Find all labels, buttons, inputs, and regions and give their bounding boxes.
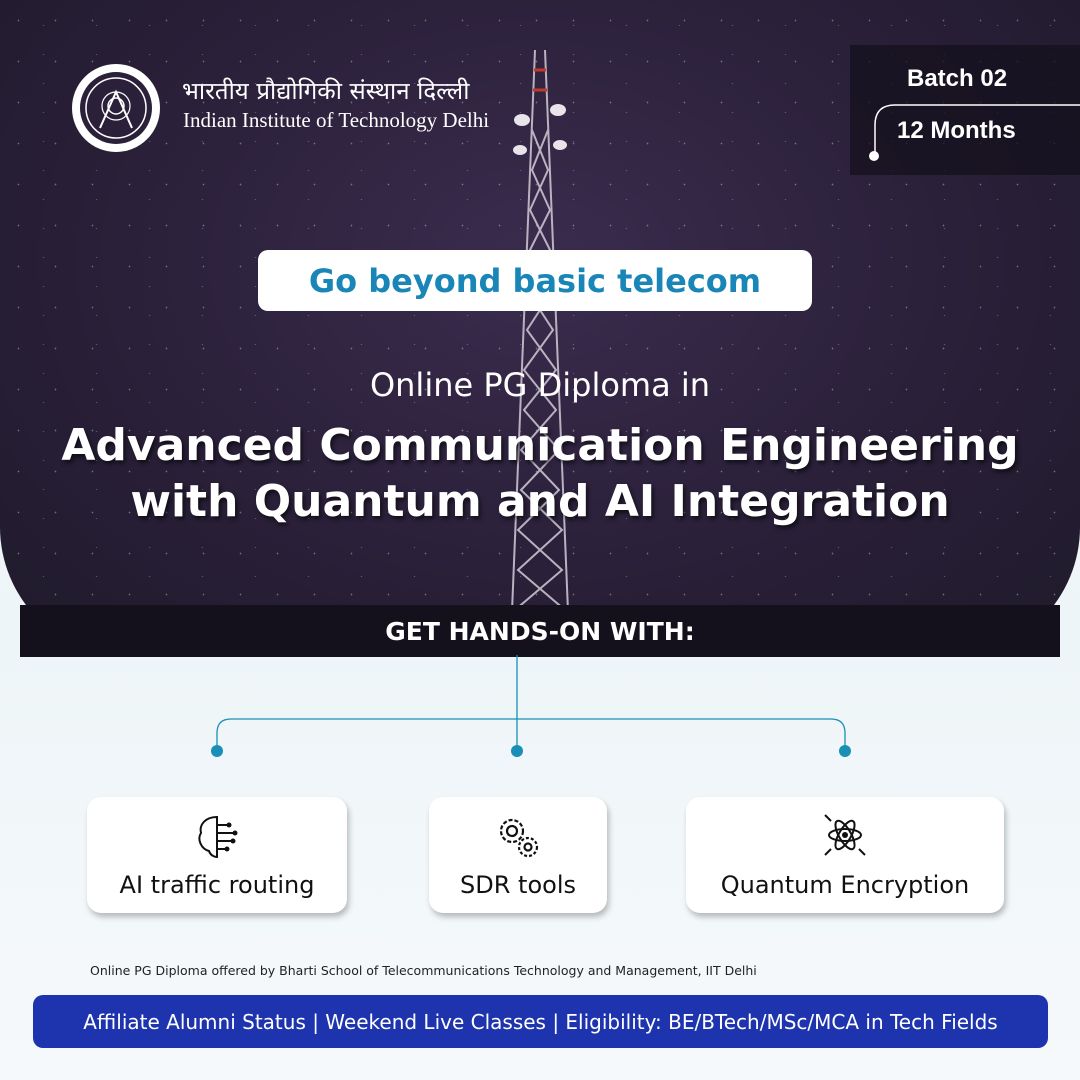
telecom-tower-image [509,50,571,657]
feature-label: AI traffic routing [119,871,315,899]
gears-icon [499,818,539,858]
offered-by-note: Online PG Diploma offered by Bharti Scho… [90,963,757,978]
brain-circuit-icon [198,815,238,859]
subtitle: Online PG Diploma in [369,366,711,404]
batch-badge: Batch 02 12 Months [850,45,1080,175]
connector-lines [211,655,851,757]
hero-banner: भारतीय प्रौद्योगिकी संस्थान दिल्ली India… [0,0,1080,657]
duration-label: 12 Months [897,117,1016,144]
title-line-1: Advanced Communication Engineering [61,420,1019,471]
hands-on-heading: GET HANDS-ON WITH: [20,605,1060,657]
highlights-bar: Affiliate Alumni Status | Weekend Live C… [33,995,1048,1048]
iit-delhi-logo [72,64,160,152]
institute-name-english: Indian Institute of Technology Delhi [183,108,490,132]
badge-connector-line [869,104,1080,161]
feature-card-sdr-tools: SDR tools [429,797,607,913]
feature-label: SDR tools [460,871,576,899]
feature-card-quantum-encryption: Quantum Encryption [686,797,1004,913]
title-line-2: with Quantum and AI Integration [130,476,950,527]
batch-label: Batch 02 [907,65,1008,92]
tagline-box: Go beyond basic telecom [258,250,812,311]
program-title: Advanced Communication Engineering with … [0,418,1080,530]
feature-label: Quantum Encryption [720,871,970,899]
institute-name-hindi: भारतीय प्रौद्योगिकी संस्थान दिल्ली [182,77,470,105]
atom-icon [824,814,866,856]
feature-card-ai-traffic-routing: AI traffic routing [87,797,347,913]
